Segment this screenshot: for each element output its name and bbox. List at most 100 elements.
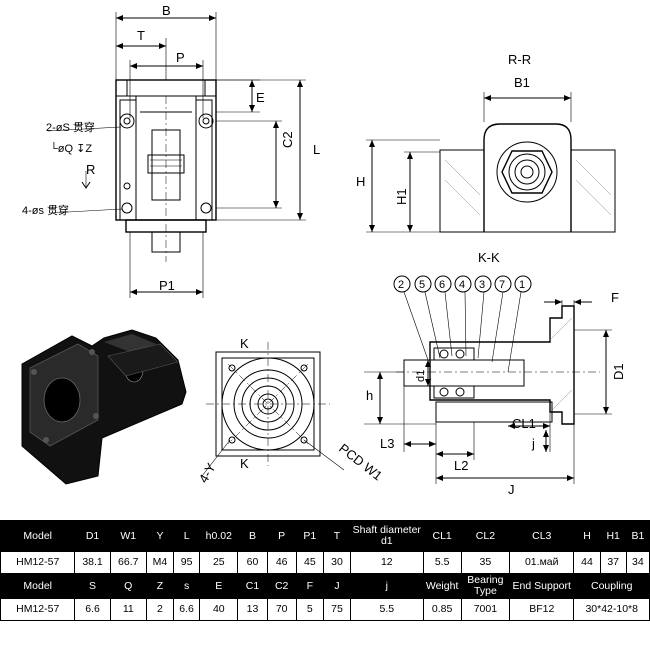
section-r-r-view: R-R B1 H H1 (356, 52, 616, 233)
table-cell: 7001 (460, 598, 511, 621)
dim-b-label: B (162, 3, 171, 18)
table-header-cell: CL3 (509, 520, 575, 552)
dim-l-label: L (313, 142, 320, 157)
table-header-cell: F (295, 573, 324, 599)
table-header-cell: D1 (74, 520, 111, 552)
table-cell: 38.1 (74, 551, 111, 574)
table-cell: 70 (266, 598, 297, 621)
table-header-cell: Weight (422, 573, 462, 599)
dim-d1-label: D1 (611, 363, 626, 380)
table-cell: 5 (295, 598, 324, 621)
table-cell: M4 (145, 551, 175, 574)
table-cell: 0.85 (422, 598, 462, 621)
table-header-cell: Y (145, 520, 175, 552)
table-header-cell: H1 (599, 520, 627, 552)
table-header-cell: B1 (625, 520, 650, 552)
table-header-cell: Model (0, 573, 76, 599)
dim-l3-label: L3 (380, 436, 394, 451)
pcd-w1-label: PCD W1 (336, 441, 385, 484)
balloon-3: 3 (479, 279, 485, 291)
table-cell: 46 (266, 551, 297, 574)
table-header-cell: Coupling (573, 573, 650, 599)
table-cell: 75 (322, 598, 352, 621)
table-header-cell: C2 (266, 573, 297, 599)
table-cell: 44 (573, 551, 601, 574)
dim-l2-label: L2 (454, 458, 468, 473)
table-header-cell: CL1 (422, 520, 462, 552)
table-header-cell: Shaft diameter d1 (350, 520, 424, 552)
table-cell: 6.6 (173, 598, 201, 621)
table-cell: 34 (625, 551, 650, 574)
table-cell: 25 (199, 551, 239, 574)
table-cell: 12 (350, 551, 424, 574)
table-cell: 40 (199, 598, 239, 621)
table-header-cell: L (173, 520, 201, 552)
dim-p-label: P (176, 50, 185, 65)
dim-e-label: E (256, 90, 265, 105)
dim-cl1-label: CL1 (512, 416, 536, 431)
section-k-k-view: K-K 2 5 6 4 3 7 1 (364, 250, 626, 497)
table-cell: 35 (460, 551, 511, 574)
table-cell: 5.5 (350, 598, 424, 621)
table-cell: 6.6 (74, 598, 111, 621)
hole-2-callout: 2-øS 贯穿 (46, 120, 95, 134)
dim-h1-label: H1 (394, 188, 409, 205)
section-kk-title: K-K (478, 250, 500, 265)
table-header-cell: Model (0, 520, 76, 552)
dim-f-label: F (611, 290, 619, 305)
spec-table: Model D1 W1 Y L h0.02 B P P1 T Shaft dia… (0, 520, 650, 621)
balloon-1: 1 (519, 279, 525, 291)
table-cell: HM12-57 (0, 551, 76, 574)
dim-h-small-label: h (366, 388, 373, 403)
balloon-4: 4 (459, 279, 465, 291)
table-cell: 5.5 (422, 551, 462, 574)
table-cell: 60 (237, 551, 268, 574)
thread-y-label: 4-Y (196, 460, 219, 485)
table-header-cell: S (74, 573, 111, 599)
dim-j-label: J (508, 482, 515, 497)
table-header-cell: Bearing Type (460, 573, 511, 599)
view-r-marker: R (86, 162, 95, 177)
table-cell: 37 (599, 551, 627, 574)
table-header-cell: T (322, 520, 352, 552)
table-cell: 2 (145, 598, 175, 621)
hole-2-sub-callout: └øQ ↧Z (50, 141, 92, 155)
hole-4-callout: 4-øs 贯穿 (22, 203, 69, 217)
table-header-row-2: Model S Q Z s E C1 C2 F J j Weight Beari… (0, 573, 650, 599)
table-header-cell: CL2 (460, 520, 511, 552)
table-value-row-1: HM12-57 38.1 66.7 M4 95 25 60 46 45 30 1… (0, 551, 650, 574)
table-cell: 11 (109, 598, 147, 621)
balloon-2: 2 (398, 279, 404, 291)
table-header-row-1: Model D1 W1 Y L h0.02 B P P1 T Shaft dia… (0, 520, 650, 552)
table-header-cell: Q (109, 573, 147, 599)
table-header-cell: H (573, 520, 601, 552)
table-cell: BF12 (509, 598, 575, 621)
table-header-cell: P1 (295, 520, 324, 552)
balloon-5: 5 (419, 279, 425, 291)
table-value-row-2: HM12-57 6.6 11 2 6.6 40 13 70 5 75 5.5 0… (0, 598, 650, 621)
table-header-cell: P (266, 520, 297, 552)
table-cell: 66.7 (109, 551, 147, 574)
dim-b1-label: B1 (514, 75, 530, 90)
table-cell: HM12-57 (0, 598, 76, 621)
front-view: B T P E (22, 3, 320, 298)
technical-drawing: B T P E (21, 3, 626, 497)
dim-d1-shaft-label: d1 (415, 370, 427, 382)
table-header-cell: End Support (509, 573, 575, 599)
table-header-cell: s (173, 573, 201, 599)
section-k-bottom-marker: K (240, 456, 249, 471)
table-cell: 95 (173, 551, 201, 574)
table-cell: 30*42-10*8 (573, 598, 650, 621)
table-header-cell: Z (145, 573, 175, 599)
flange-view: K K 4-Y PCD W1 (196, 336, 386, 486)
table-header-cell: J (322, 573, 352, 599)
dim-c2-label: C2 (280, 131, 295, 148)
dim-p1-label: P1 (159, 278, 175, 293)
balloon-6: 6 (439, 279, 445, 291)
table-header-cell: C1 (237, 573, 268, 599)
table-header-cell: W1 (109, 520, 147, 552)
dim-j-small-label: j (531, 436, 535, 451)
table-header-cell: h0.02 (199, 520, 239, 552)
table-header-cell: j (350, 573, 424, 599)
